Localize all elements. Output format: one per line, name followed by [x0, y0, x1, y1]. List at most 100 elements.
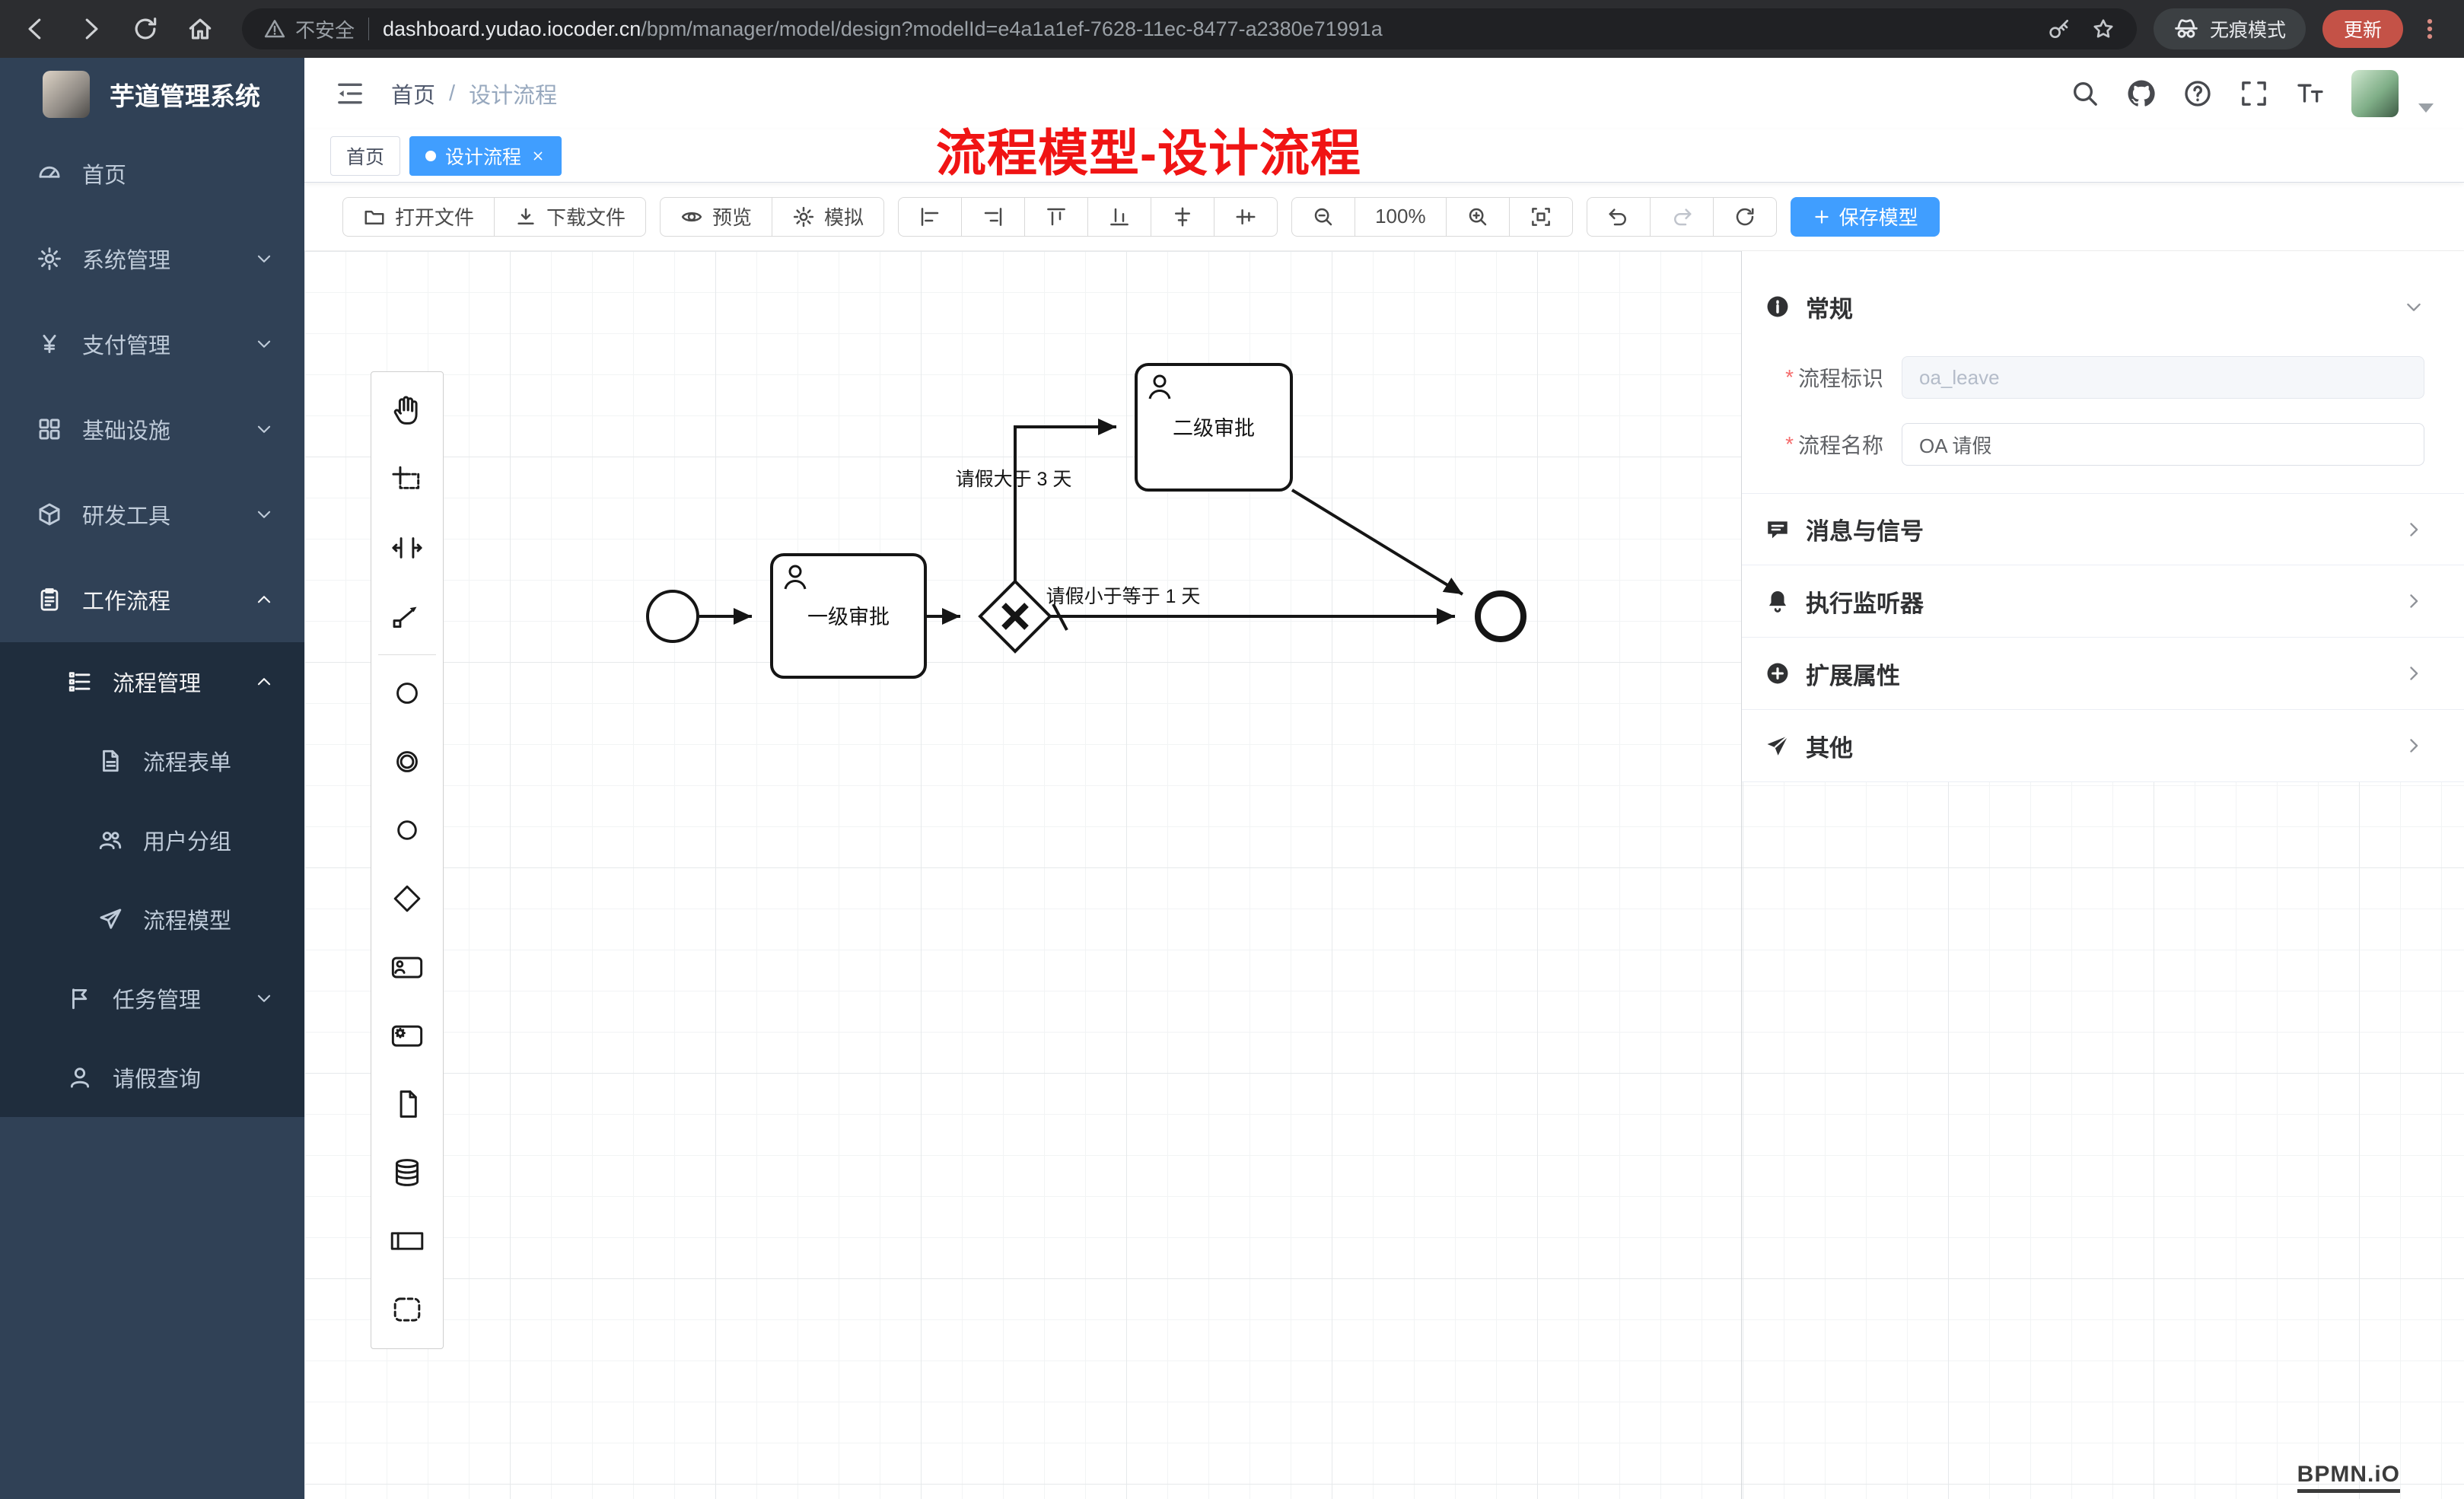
chevron-right-icon [2403, 590, 2424, 612]
undo-button[interactable] [1586, 196, 1651, 237]
security-label: 不安全 [295, 18, 355, 42]
task-label: 一级审批 [807, 606, 890, 629]
simulate-button[interactable]: 模拟 [772, 196, 885, 237]
section-general[interactable]: 常规 [1742, 277, 2464, 336]
breadcrumb: 首页 / 设计流程 [391, 78, 557, 110]
site-security-chip[interactable]: 不安全 [263, 15, 355, 43]
section-execution-listener[interactable]: 执行监听器 [1742, 565, 2464, 638]
bpmn-diagram: 一级审批 请假大于 3 天 [646, 363, 1526, 679]
sidebar-item-infra[interactable]: 基础设施 [0, 387, 304, 472]
section-message-signal[interactable]: 消息与信号 [1742, 493, 2464, 565]
align-left-button[interactable] [898, 196, 963, 237]
bpmn-canvas[interactable]: 一级审批 请假大于 3 天 [304, 251, 2464, 1499]
tab-home[interactable]: 首页 [330, 135, 401, 176]
search-icon[interactable] [2070, 78, 2100, 109]
align-center-horizontal-button[interactable] [1151, 196, 1215, 237]
start-event[interactable] [646, 590, 699, 643]
process-name-input[interactable] [1902, 423, 2424, 466]
address-bar[interactable]: 不安全 dashboard.yudao.iocoder.cn/bpm/manag… [242, 8, 2137, 49]
sidebar-item-label: 工作流程 [82, 590, 171, 614]
task-second-approval[interactable]: 二级审批 [1135, 363, 1293, 492]
align-bottom-button[interactable] [1087, 196, 1152, 237]
browser-back-icon[interactable] [21, 14, 50, 43]
restart-button[interactable] [1712, 196, 1777, 237]
process-key-input [1902, 356, 2424, 399]
zoom-level-display[interactable]: 100% [1355, 196, 1447, 237]
sidebar-item-leave-query[interactable]: 请假查询 [0, 1038, 304, 1117]
sidebar-item-label: 首页 [82, 164, 127, 188]
service-task-icon[interactable] [372, 1001, 442, 1070]
zoom-in-button[interactable] [1445, 196, 1510, 237]
sidebar-collapse-icon[interactable] [335, 78, 365, 109]
task-first-approval[interactable]: 一级审批 [770, 553, 927, 679]
flow-label-le: 请假小于等于 1 天 [1046, 586, 1201, 607]
preview-button[interactable]: 预览 [660, 196, 773, 237]
sidebar-item-process-model[interactable]: 流程模型 [0, 880, 304, 959]
sidebar-item-payment[interactable]: 支付管理 [0, 301, 304, 387]
download-file-button[interactable]: 下载文件 [494, 196, 647, 237]
browser-reload-icon[interactable] [131, 14, 160, 43]
sidebar-item-home[interactable]: 首页 [0, 131, 304, 216]
tab-close-icon[interactable] [530, 148, 546, 164]
sidebar-item-user-group[interactable]: 用户分组 [0, 800, 304, 880]
section-other[interactable]: 其他 [1742, 710, 2464, 782]
sidebar-item-task-management[interactable]: 任务管理 [0, 959, 304, 1038]
global-connect-icon[interactable] [372, 582, 442, 651]
person-icon [70, 1068, 90, 1088]
align-center-vertical-button[interactable] [1214, 196, 1278, 237]
font-size-icon[interactable] [2295, 78, 2326, 109]
group-icon[interactable] [372, 1275, 442, 1344]
browser-forward-icon[interactable] [76, 14, 105, 43]
zoom-reset-button[interactable] [1508, 196, 1573, 237]
bookmark-star-icon[interactable] [2091, 17, 2115, 41]
bpmn-io-logo[interactable]: BPMN.iO [2297, 1462, 2400, 1493]
align-right-button[interactable] [961, 196, 1026, 237]
github-icon[interactable] [2126, 78, 2157, 109]
end-event[interactable] [1475, 590, 1526, 642]
sequence-flow-gateway-task2[interactable] [1014, 419, 1116, 581]
send-icon [1765, 733, 1791, 759]
app-logo[interactable]: 芋道管理系统 [0, 58, 304, 131]
section-extended-attributes[interactable]: 扩展属性 [1742, 638, 2464, 710]
plus-icon [1814, 209, 1829, 224]
sidebar-item-devtools[interactable]: 研发工具 [0, 472, 304, 557]
sidebar-item-workflow[interactable]: 工作流程 [0, 557, 304, 642]
browser-home-icon[interactable] [186, 14, 215, 43]
participant-icon[interactable] [372, 1207, 442, 1275]
url-divider [368, 18, 370, 40]
gateway-icon[interactable] [372, 864, 442, 933]
sequence-flow-task2-end[interactable] [1291, 489, 1464, 596]
start-event-icon[interactable] [372, 659, 442, 727]
logo-image [43, 71, 90, 118]
align-top-button[interactable] [1024, 196, 1089, 237]
hand-tool-icon[interactable] [372, 377, 442, 445]
sidebar-item-label: 研发工具 [82, 504, 171, 529]
open-file-button[interactable]: 打开文件 [342, 196, 495, 237]
paper-plane-icon [100, 909, 122, 929]
space-tool-icon[interactable] [372, 514, 442, 582]
chevron-right-icon [2403, 735, 2424, 756]
sidebar-item-process-management[interactable]: 流程管理 [0, 642, 304, 721]
url-host: dashboard.yudao.iocoder.cn [383, 17, 641, 40]
sidebar-item-process-form[interactable]: 流程表单 [0, 721, 304, 800]
key-icon[interactable] [2047, 17, 2071, 41]
sidebar-item-system[interactable]: 系统管理 [0, 216, 304, 301]
breadcrumb-home[interactable]: 首页 [391, 84, 436, 108]
intermediate-event-icon[interactable] [372, 727, 442, 796]
avatar[interactable] [2351, 70, 2399, 117]
user-task-icon[interactable] [372, 933, 442, 1001]
browser-menu-icon[interactable] [2417, 16, 2443, 42]
save-model-button[interactable]: 保存模型 [1790, 196, 1940, 237]
exclusive-gateway[interactable] [978, 579, 1052, 654]
lasso-tool-icon[interactable] [372, 445, 442, 514]
zoom-out-button[interactable] [1291, 196, 1356, 237]
data-store-icon[interactable] [372, 1138, 442, 1207]
caret-down-icon[interactable] [2418, 103, 2434, 113]
fullscreen-icon[interactable] [2239, 78, 2269, 109]
browser-update-button[interactable]: 更新 [2322, 10, 2403, 48]
end-event-icon[interactable] [372, 796, 442, 864]
tab-design-process[interactable]: 设计流程 [409, 135, 562, 176]
data-object-icon[interactable] [372, 1070, 442, 1138]
redo-button[interactable] [1649, 196, 1714, 237]
help-icon[interactable] [2182, 78, 2213, 109]
